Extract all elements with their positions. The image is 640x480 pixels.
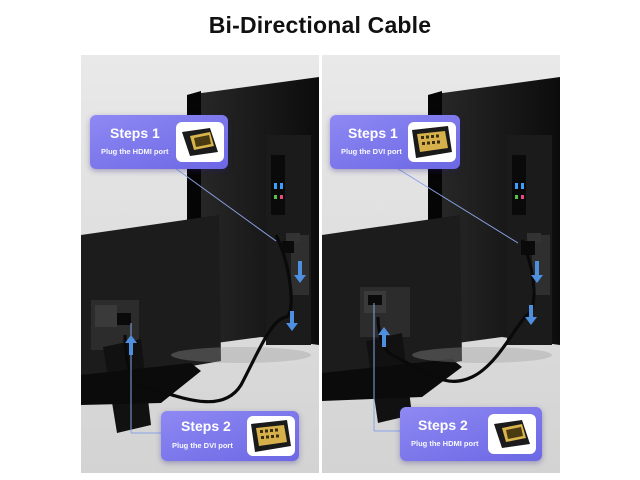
right-arrow-up-icon [378,327,390,347]
dvi-connector-icon [408,122,456,162]
right-step2-callout: Steps 2 Plug the HDMI port [400,407,542,461]
page-title: Bi-Directional Cable [208,12,432,38]
left-step1-callout: Steps 1 Plug the HDMI port [90,115,228,169]
right-hardware-scene [322,77,560,432]
step-title: Steps 2 [181,418,231,434]
panel-divider [319,55,322,473]
left-step2-callout: Steps 2 Plug the DVI port [161,411,299,461]
step-subtitle: Plug the DVI port [172,441,233,450]
step-subtitle: Plug the DVI port [341,147,402,156]
left-setup-panel: Steps 1 Plug the HDMI port Steps 2 Plug … [81,55,319,473]
step-title: Steps 2 [418,417,468,433]
right-step1-callout: Steps 1 Plug the DVI port [330,115,460,169]
left-arrow-up-icon [125,335,137,355]
step-subtitle: Plug the HDMI port [101,147,169,156]
left-arrow-down-icon [286,261,306,331]
step-title: Steps 1 [348,125,398,141]
step-subtitle: Plug the HDMI port [411,439,479,448]
hdmi-connector-icon [488,414,536,454]
left-hardware-scene [81,77,319,434]
right-arrow-down-icon [525,261,543,325]
hdmi-connector-icon [176,122,224,162]
dvi-connector-icon [247,416,295,456]
right-setup-panel: Steps 1 Plug the DVI port Steps 2 Plug t… [322,55,560,473]
step-title: Steps 1 [110,125,160,141]
